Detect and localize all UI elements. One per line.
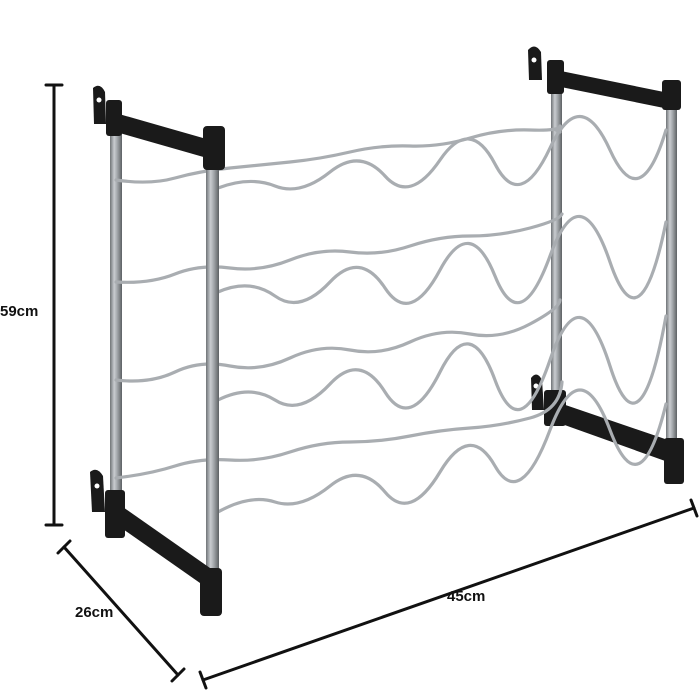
- depth-label: 26cm: [75, 604, 113, 621]
- bottom-right-crossbar: [531, 374, 684, 484]
- right-rear-post: [666, 100, 677, 470]
- height-dimension-line: [44, 83, 64, 527]
- width-dimension-line: [198, 498, 699, 690]
- height-label: 59cm: [0, 303, 38, 320]
- top-right-crossbar: [528, 46, 681, 110]
- width-label: 45cm: [447, 588, 485, 605]
- back-right-post: [551, 90, 562, 400]
- bottom-left-crossbar: [90, 469, 222, 616]
- back-left-post: [110, 130, 122, 500]
- top-left-cap: [203, 126, 225, 170]
- front-left-post: [206, 160, 219, 580]
- wire-rows: [114, 115, 668, 514]
- top-left-crossbar: [93, 85, 214, 160]
- depth-dimension-line: [56, 539, 186, 683]
